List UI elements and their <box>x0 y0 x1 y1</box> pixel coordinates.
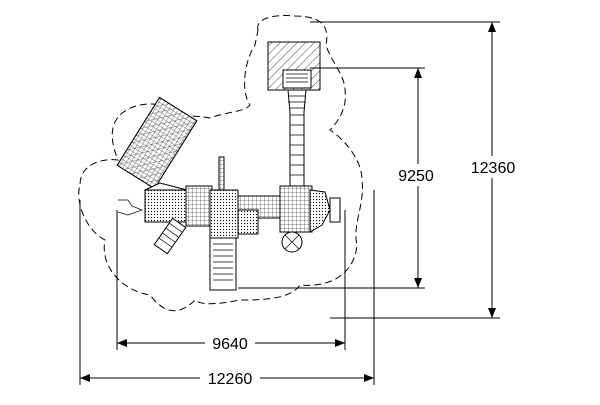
arrow-12260-right <box>364 374 374 382</box>
right-panel <box>329 197 341 223</box>
bottom-ladder <box>209 237 237 291</box>
round-element-cross <box>284 234 300 250</box>
right-tower <box>279 185 313 233</box>
left-roof-point <box>144 182 188 191</box>
tube-slide-rings <box>288 95 306 176</box>
arrow-12360-bottom <box>488 308 496 318</box>
arrow-9640-right <box>335 339 345 347</box>
left-slide <box>153 217 187 255</box>
arrow-9250-top <box>414 68 422 78</box>
central-roof-post <box>218 156 225 191</box>
central-tower <box>185 185 213 227</box>
dim-9640-bg <box>205 333 255 353</box>
arrow-9250-bottom <box>414 278 422 288</box>
right-deck <box>309 189 331 233</box>
dim-9250-bg <box>392 164 440 186</box>
top-platform-lines <box>286 73 308 83</box>
round-element <box>281 231 303 253</box>
arrow-12260-left <box>80 374 90 382</box>
dim-label-9640: 9640 <box>212 336 248 353</box>
top-platform <box>282 69 312 89</box>
dim-12260-bg <box>200 368 260 388</box>
bridge-sub <box>237 209 259 235</box>
dim-12360-bg <box>464 156 522 178</box>
central-block <box>209 189 239 239</box>
dim-label-12260: 12260 <box>208 371 253 388</box>
left-entry-detail <box>117 199 143 216</box>
dim-label-9250: 9250 <box>398 168 434 185</box>
tube-slide <box>287 89 307 189</box>
arrow-12360-top <box>488 22 496 32</box>
bottom-ladder-rungs <box>213 243 233 281</box>
arrow-9640-left <box>117 339 127 347</box>
dim-label-12360: 12360 <box>471 160 516 177</box>
hatched-zone-left <box>116 96 198 190</box>
left-deck <box>144 189 188 223</box>
